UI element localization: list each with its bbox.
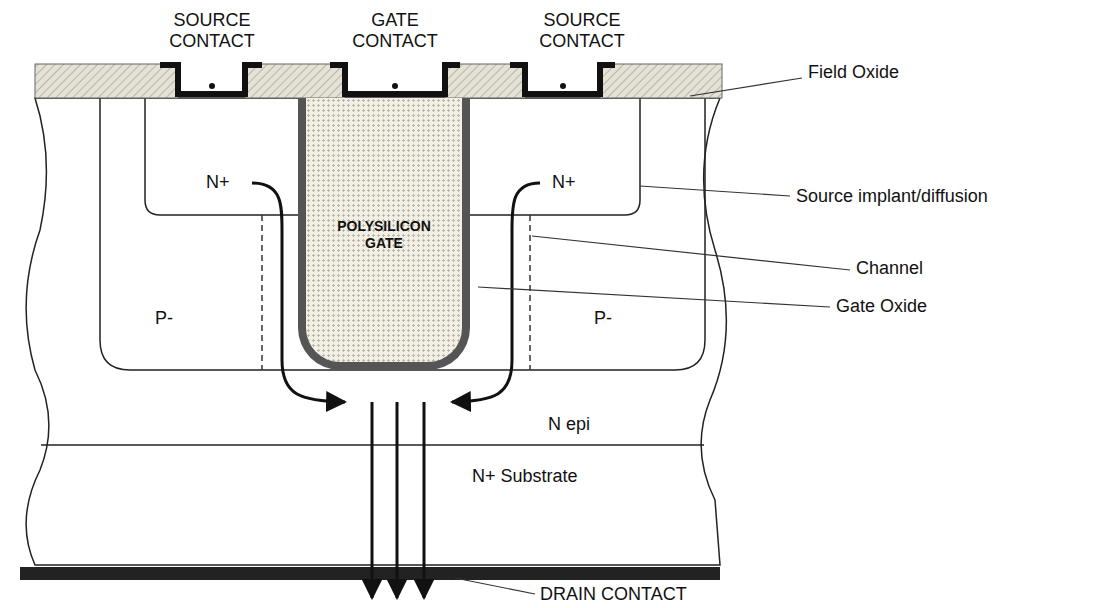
contact-metal (160, 65, 615, 94)
contact-label: GATE CONTACT (335, 10, 455, 52)
region-label: P- (594, 308, 612, 329)
contact-label: SOURCE CONTACT (152, 10, 272, 52)
region-label: N+ (206, 172, 230, 193)
region-label: N+ (552, 172, 576, 193)
contact-label: SOURCE CONTACT (522, 10, 642, 52)
p-body-region (100, 98, 705, 370)
leader-line (455, 78, 850, 594)
callout-label: Source implant/diffusion (796, 186, 988, 207)
region-label: N epi (548, 414, 590, 435)
callout-label: Channel (856, 258, 923, 279)
node-text: POLYSILICON GATE (329, 218, 439, 252)
drain-metal (20, 567, 720, 580)
region-label: P- (155, 308, 173, 329)
region-label: N+ Substrate (472, 466, 578, 487)
callout-label: Gate Oxide (836, 296, 927, 317)
silicon-body (26, 98, 726, 565)
contact-label: DRAIN CONTACT (540, 584, 687, 605)
field-oxide (35, 64, 722, 98)
current-flow-arrow (252, 183, 540, 598)
contact-dot (209, 83, 566, 89)
polysilicon-gate: POLYSILICON GATE (298, 98, 470, 370)
callout-label: Field Oxide (808, 62, 899, 83)
